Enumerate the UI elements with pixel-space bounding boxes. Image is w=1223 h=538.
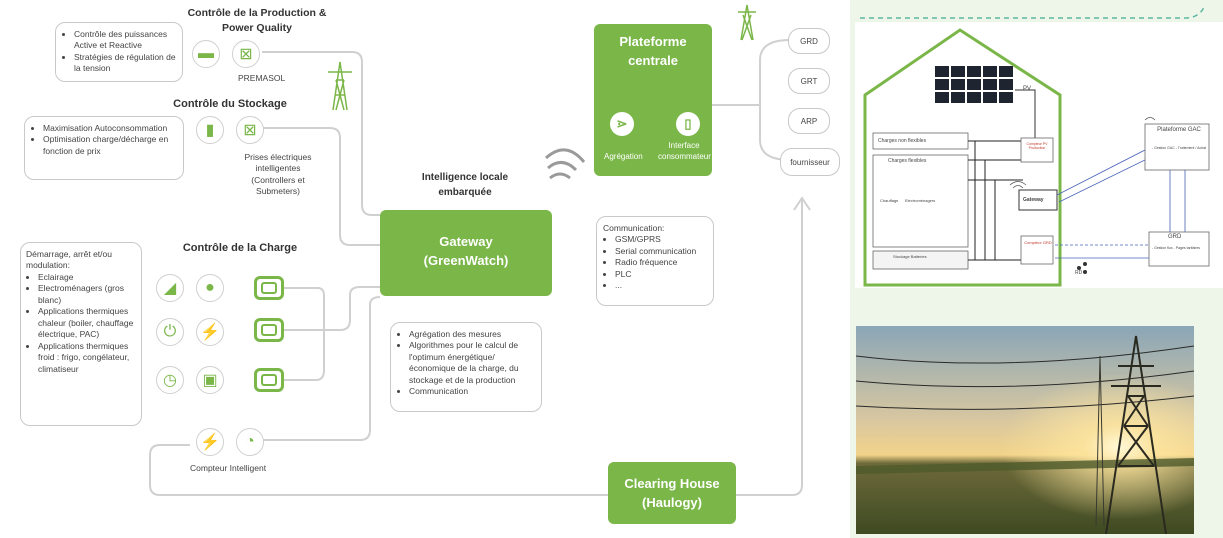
non-flexible-label: Charges non flexibles [878,138,927,144]
aggregation-icon: ⋗ [610,112,634,136]
thermostat-icon: ▣ [196,366,224,394]
production-title: Contrôle de la Production & Power Qualit… [187,7,327,34]
communication-bullet: GSM/GPRS [615,234,707,245]
communication-box: Communication: GSM/GPRS Serial communica… [596,216,714,306]
inverter-icon: ⊠ [232,40,260,68]
platform-house-sub: - Gestion GAC - Traitement / Achat [1152,146,1207,150]
load-title: Contrôle de la Charge [182,242,298,254]
communication-bullet: Serial communication [615,246,707,257]
storage-title: Contrôle du Stockage [173,98,287,110]
smart-plug-label: Prises électriques intelligentes (Contro… [244,152,312,197]
intelligence-label: Intelligence locale embarquée [421,172,509,198]
actor-grt: GRT [788,68,830,94]
connector-lines [149,4,811,496]
tablet-icon: ▯ [676,112,700,136]
dimmer-icon: ◢ [156,274,184,302]
grd-house-sub: - Gestion flux - Pages tarifaires [1152,246,1201,250]
flexible-label: Charges flexibles [888,158,927,164]
gateway-name: Gateway [439,234,493,249]
controller-icon [254,318,284,342]
pv-label: PV [1023,86,1032,92]
aggregation-bullet: Algorithmes pour le calcul de l'optimum … [409,340,535,386]
pylon-icon [328,61,352,111]
battery-icon: ▬ [192,40,220,68]
production-box: Contrôle des puissances Active et Reacti… [55,22,183,82]
platform-title: Plateforme centrale [619,34,687,68]
grd-house-label: GRD [1168,234,1182,240]
plug-icon: ⚡ [196,318,224,346]
production-bullet: Stratégies de régulation de la tension [74,52,176,75]
platform-house-label: Plateforme GAC [1157,127,1201,133]
aggregation-bullet: Communication [409,386,535,397]
storage-box: Maximisation Autoconsommation Optimisati… [24,116,184,180]
aggregation-bullet: Agrégation des mesures [409,329,535,340]
actor-arp: ARP [788,108,830,134]
gateway-house-label: Gateway [1023,197,1044,203]
storage-house-label: Stockage Batteries [893,254,927,259]
communication-bullet: PLC [615,269,707,280]
load-box: Démarrage, arrêt et/ou modulation: Eclai… [20,242,142,426]
load-bullet: Applications thermiques froid : frigo, c… [38,341,136,375]
clearing-name: Clearing House [624,476,720,491]
load-bullet: Eclairage [38,272,136,283]
bulb-icon: ● [196,274,224,302]
load-intro: Démarrage, arrêt et/ou modulation: [26,249,112,271]
actor-grd: GRD [788,28,830,54]
smart-plug-icon: ⊠ [236,116,264,144]
communication-title: Communication: [603,223,665,233]
clearing-sub: (Haulogy) [642,495,702,510]
communication-bullet: ... [615,280,707,291]
electromenager-label: Electroménagers [905,198,936,203]
load-bullet: Applications thermiques chaleur (boiler,… [38,306,136,340]
actor-fournisseur: fournisseur [780,148,840,176]
rd-label: RD [1075,270,1083,276]
power-line-sunset-photo [856,326,1194,534]
aggregation-box: Agrégation des mesures Algorithmes pour … [390,322,542,412]
aggregation-label: Agrégation [604,152,643,161]
storage-bullet: Maximisation Autoconsommation [43,123,177,134]
meter-label: Compteur Intelligent [190,463,267,473]
timer-icon: ◷ [156,366,184,394]
clearing-house-box: Clearing House (Haulogy) [608,462,736,524]
storage-bullet: Optimisation charge/décharge en fonction… [43,134,177,157]
house-diagram [855,4,1223,288]
communication-bullet: Radio fréquence [615,257,707,268]
meter-grd-label: Compteur GRD [1024,240,1052,245]
power-icon: ⏻ [156,318,184,346]
interface-label: Interface consommateur [658,141,711,161]
meter-dial-icon: ◔ [236,428,264,456]
production-bullet: Contrôle des puissances Active et Reacti… [74,29,176,52]
controller-icon [254,276,284,300]
controller-icon [254,368,284,392]
battery-storage-icon: ▮ [196,116,224,144]
gateway-box: Gateway (GreenWatch) [380,210,552,296]
platform-box: Plateforme centrale ⋗ ▯ Agrégation Inter… [594,24,712,176]
gateway-sub: (GreenWatch) [423,253,509,268]
chauffage-label: Chauffage [880,198,899,203]
lightning-icon: ⚡ [196,428,224,456]
premasol-label: PREMASOL [238,73,286,83]
meter-pv-label: Compteur PV Production [1026,142,1048,150]
load-bullet: Electroménagers (gros blanc) [38,283,136,306]
